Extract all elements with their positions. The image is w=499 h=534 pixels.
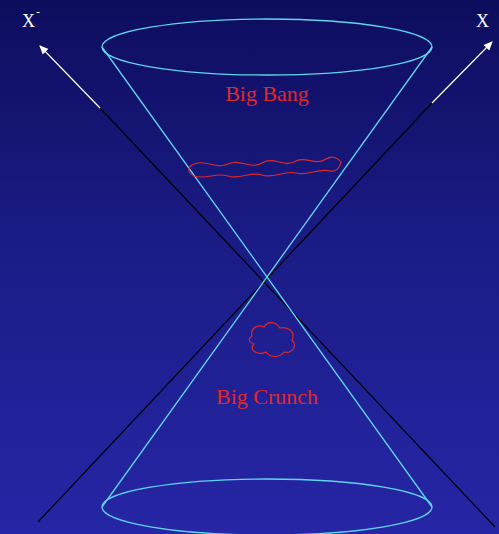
cone-bottom-ellipse [102, 479, 432, 534]
x-plus-axis [38, 103, 432, 522]
axis-superscript: - [36, 6, 40, 18]
axis-label: X [22, 12, 35, 30]
region-label: Big Crunch [216, 386, 318, 408]
x-plus-arrow [432, 42, 492, 103]
big-crunch-blob [249, 323, 294, 357]
region-label: Big Bang [225, 83, 309, 105]
big-bang-surface [189, 157, 341, 177]
cone-edge [102, 47, 432, 507]
cone-top-ellipse [102, 19, 432, 75]
x-minus-axis [100, 108, 495, 527]
x-minus-arrow [40, 46, 100, 108]
axis-label: X [476, 12, 489, 30]
cone-edge [102, 47, 432, 507]
